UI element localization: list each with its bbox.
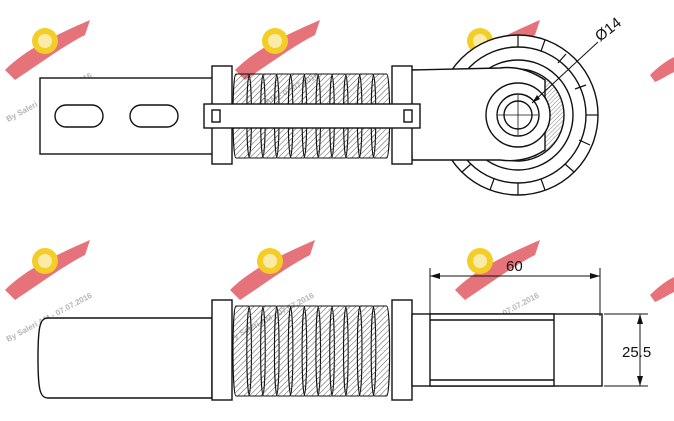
- tensioner-body-side: [37, 317, 213, 399]
- width-dimension: 60: [429, 258, 601, 316]
- spring-coil: [370, 305, 391, 397]
- height-label: 25.5: [622, 344, 651, 361]
- width-label: 60: [506, 258, 523, 275]
- side-view: [37, 299, 603, 401]
- watermark-logo: [5, 240, 90, 300]
- mounting-slot: [54, 104, 104, 128]
- diameter-label: Ø14: [592, 14, 625, 45]
- height-dimension: 25.5: [604, 313, 651, 387]
- spring-end-cap: [391, 299, 413, 401]
- spring-end-cap: [211, 299, 233, 401]
- spring-coils-side: [232, 305, 391, 397]
- top-view: [39, 34, 599, 196]
- mounting-slot: [129, 104, 179, 128]
- watermark-logo: [5, 20, 90, 80]
- watermark-logo: [455, 240, 540, 300]
- spring-rod: [203, 103, 421, 129]
- watermark-logo: [235, 20, 320, 80]
- watermark-logo: [230, 240, 315, 300]
